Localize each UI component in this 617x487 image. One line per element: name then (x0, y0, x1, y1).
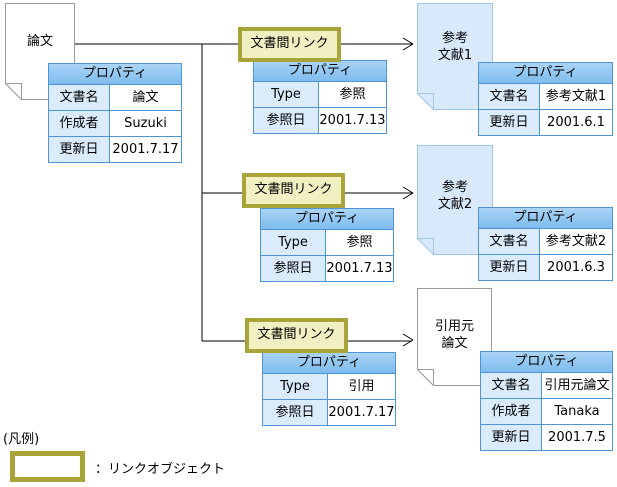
property-value: 参考文献2 (540, 229, 612, 254)
property-row: Type 参照 (261, 230, 393, 255)
document-label: 参考文献2 (417, 179, 493, 213)
property-name: 参照日 (254, 108, 319, 133)
property-name: 更新日 (479, 255, 540, 280)
document-icon (417, 3, 493, 110)
property-value: 2001.7.13 (326, 256, 393, 281)
property-row: 参照日 2001.7.13 (254, 107, 386, 133)
property-value: 参照 (319, 82, 386, 107)
property-name: 文書名 (479, 84, 540, 109)
properties-table-header: プロパティ (479, 208, 612, 229)
property-name: 更新日 (481, 425, 542, 450)
properties-table-header: プロパティ (263, 353, 395, 374)
property-row: 参照日 2001.7.13 (261, 255, 393, 281)
property-name: Type (261, 230, 326, 255)
property-value: 2001.7.17 (110, 137, 181, 162)
inter-document-link-2: 文書間リンク (242, 173, 345, 208)
properties-table-header: プロパティ (261, 209, 393, 230)
property-value: 2001.7.5 (542, 425, 612, 450)
property-value: 参照 (326, 230, 393, 255)
properties-table-header: プロパティ (479, 63, 612, 84)
property-value: 参考文献1 (540, 84, 612, 109)
document-label: 論文 (26, 34, 53, 49)
document-label-line2: 文献1 (437, 48, 473, 63)
legend-heading: (凡例) (3, 432, 40, 447)
properties-table-link-1: プロパティ Type 参照 参照日 2001.7.13 (253, 60, 387, 134)
property-value: 2001.7.17 (328, 400, 395, 425)
property-name: 更新日 (479, 110, 540, 135)
property-name: 文書名 (479, 229, 540, 254)
property-name: Type (263, 374, 328, 399)
property-row: 参照日 2001.7.17 (263, 399, 395, 425)
property-name: 文書名 (49, 85, 110, 110)
link-label: 文書間リンク (254, 182, 333, 197)
properties-table-ref-2: プロパティ 文書名 参考文献2 更新日 2001.6.3 (478, 207, 613, 281)
property-value: 2001.7.13 (319, 108, 386, 133)
property-value: 引用元論文 (542, 373, 612, 398)
property-row: Type 参照 (254, 82, 386, 107)
property-value: 論文 (110, 85, 181, 110)
property-value: 引用 (328, 374, 395, 399)
properties-table-citing: プロパティ 文書名 引用元論文 作成者 Tanaka 更新日 2001.7.5 (480, 351, 613, 451)
link-label: 文書間リンク (250, 36, 329, 51)
property-value: Tanaka (542, 399, 612, 424)
document-label-line1: 参考 (441, 31, 468, 46)
properties-table-link-2: プロパティ Type 参照 参照日 2001.7.13 (260, 208, 394, 282)
citing-document: 引用元論文 (417, 288, 492, 386)
property-name: 参照日 (261, 256, 326, 281)
property-name: 更新日 (49, 137, 110, 162)
property-row: 文書名 参考文献2 (479, 229, 612, 254)
properties-table-link-3: プロパティ Type 引用 参照日 2001.7.17 (262, 352, 396, 426)
document-icon (417, 288, 492, 386)
document-label-line1: 参考 (441, 180, 468, 195)
property-name: 参照日 (263, 400, 328, 425)
legend-link-object-swatch (10, 451, 85, 482)
link-label: 文書間リンク (257, 327, 336, 342)
document-label: 引用元論文 (417, 318, 492, 352)
legend-link-object-label: ：リンクオブジェクト (95, 462, 226, 477)
arrowheads (402, 37, 414, 347)
property-row: 更新日 2001.7.17 (49, 136, 181, 162)
properties-table-header: プロパティ (49, 64, 181, 85)
property-row: 作成者 Suzuki (49, 110, 181, 136)
property-row: 更新日 2001.7.5 (481, 424, 612, 450)
document-icon (417, 145, 493, 255)
property-row: 文書名 論文 (49, 85, 181, 110)
property-name: 文書名 (481, 373, 542, 398)
property-row: 更新日 2001.6.1 (479, 109, 612, 135)
document-label-line2: 論文 (441, 336, 468, 351)
properties-table-header: プロパティ (481, 352, 612, 373)
property-name: 作成者 (481, 399, 542, 424)
document-label-line1: 引用元 (434, 319, 474, 334)
property-value: 2001.6.1 (540, 110, 612, 135)
property-name: Type (254, 82, 319, 107)
properties-table-ref-1: プロパティ 文書名 参考文献1 更新日 2001.6.1 (478, 62, 613, 136)
property-row: Type 引用 (263, 374, 395, 399)
property-value: 2001.6.3 (540, 255, 612, 280)
reference-document-2: 参考文献2 (417, 145, 493, 255)
property-row: 文書名 引用元論文 (481, 373, 612, 398)
document-label: 参考文献1 (417, 30, 493, 64)
document-label-line2: 文献2 (437, 197, 473, 212)
properties-table-header: プロパティ (254, 61, 386, 82)
property-row: 更新日 2001.6.3 (479, 254, 612, 280)
properties-table-source: プロパティ 文書名 論文 作成者 Suzuki 更新日 2001.7.17 (48, 63, 182, 163)
property-row: 文書名 参考文献1 (479, 84, 612, 109)
inter-document-link-3: 文書間リンク (245, 318, 348, 353)
property-name: 作成者 (49, 111, 110, 136)
reference-document-1: 参考文献1 (417, 3, 493, 110)
property-value: Suzuki (110, 111, 181, 136)
property-row: 作成者 Tanaka (481, 398, 612, 424)
inter-document-link-1: 文書間リンク (238, 27, 341, 62)
